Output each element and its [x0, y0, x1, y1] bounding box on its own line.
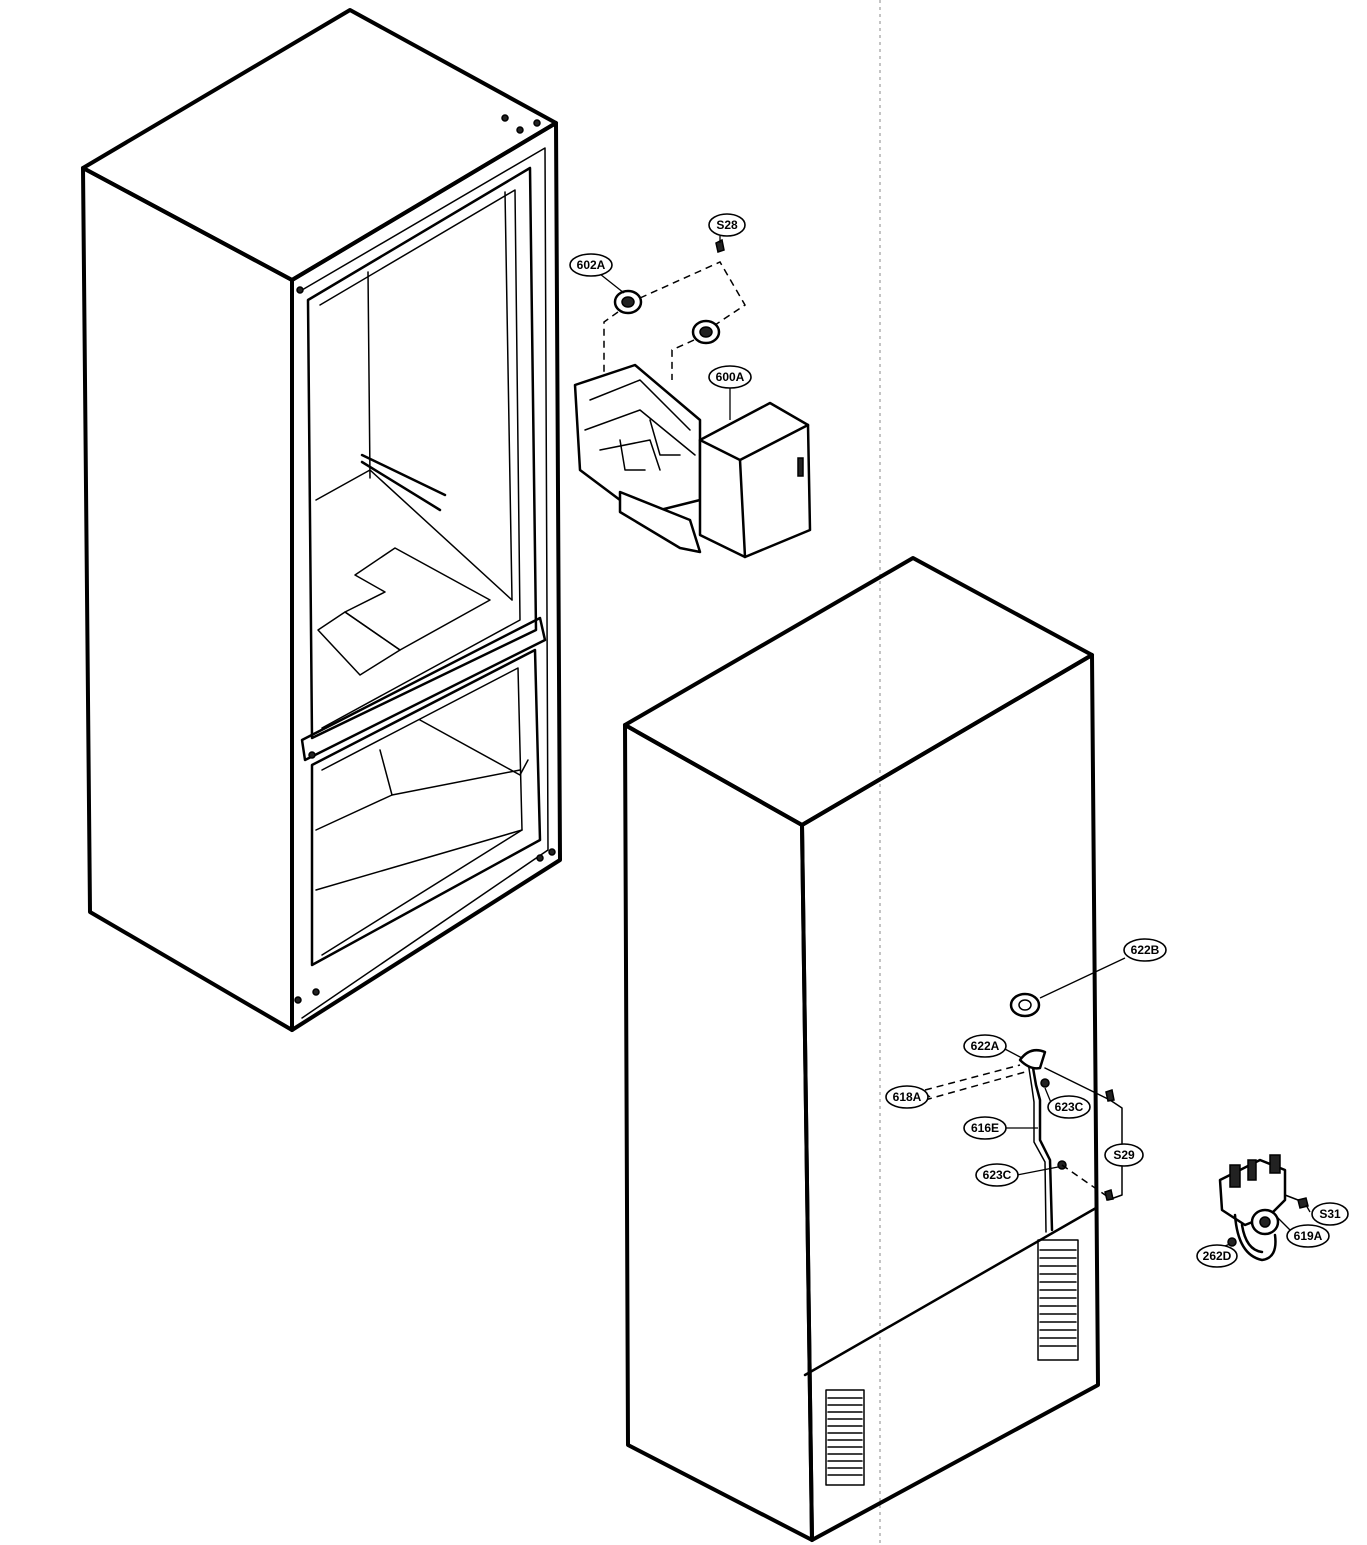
callout-s28: S28 [708, 213, 746, 237]
water-tube-616e [1030, 1060, 1054, 1232]
clamp-623c-top [1040, 1078, 1050, 1088]
side-vent-grille [825, 1389, 865, 1486]
fresh-food-compartment [306, 166, 538, 740]
refrigerator-cabinet-rear [623, 556, 1123, 1542]
rear-cabinet-back-face [800, 653, 1100, 1542]
freezer-compartment [310, 648, 542, 967]
screw-s31 [1297, 1197, 1309, 1209]
callout-623c-top-text: 623C [1055, 1100, 1084, 1114]
callout-600a-text: 600A [716, 370, 745, 384]
cabinet-side-face [81, 166, 294, 1032]
rear-vent-grille [1037, 1239, 1079, 1361]
callout-602a-text: 602A [577, 258, 606, 272]
ice-maker-tray [573, 363, 702, 517]
cabinet-front-frame [290, 121, 562, 1032]
cabinet-top-face [81, 8, 558, 282]
rear-cabinet-top-face [623, 556, 1094, 827]
callout-s31: S31 [1311, 1202, 1349, 1226]
compartment-divider [300, 616, 547, 762]
ice-maker-assembly [573, 238, 812, 559]
callout-618a: 618A [885, 1085, 929, 1109]
callout-602a: 602A [569, 253, 613, 277]
callout-600a: 600A [708, 365, 752, 389]
callout-s29-text: S29 [1113, 1148, 1135, 1162]
ice-maker-control-housing [698, 401, 812, 559]
callout-619a: 619A [1286, 1224, 1330, 1248]
machine-compartment-edge [803, 1206, 1098, 1377]
callout-619a-text: 619A [1294, 1229, 1323, 1243]
screw-s29 [1105, 1089, 1115, 1102]
callout-618a-text: 618A [893, 1090, 922, 1104]
callout-s28-text: S28 [716, 218, 738, 232]
callout-262d: 262D [1196, 1244, 1238, 1268]
crisper-panel [344, 547, 491, 651]
shelf-rail [360, 453, 447, 497]
grommet-622b [1009, 992, 1041, 1018]
callout-616e-text: 616E [971, 1121, 999, 1135]
frame-screw [501, 114, 509, 122]
callout-623c-top: 623C [1047, 1095, 1091, 1119]
callout-s29: S29 [1104, 1143, 1144, 1167]
callout-622a-text: 622A [971, 1039, 1000, 1053]
refrigerator-cabinet-front [81, 8, 562, 1032]
callout-s31-text: S31 [1319, 1207, 1341, 1221]
ice-maker-bracket [618, 490, 702, 554]
leader-lines [599, 236, 1311, 1251]
callout-623c-bottom-text: 623C [983, 1168, 1012, 1182]
callout-622a: 622A [963, 1034, 1007, 1058]
callout-616e: 616E [963, 1116, 1007, 1140]
tube-fitting-622a [1018, 1049, 1047, 1070]
callout-262d-text: 262D [1203, 1249, 1232, 1263]
callout-623c-bottom: 623C [975, 1163, 1019, 1187]
callout-622b: 622B [1123, 938, 1167, 962]
rear-cabinet-side-face [623, 723, 814, 1542]
callout-622b-text: 622B [1131, 943, 1160, 957]
